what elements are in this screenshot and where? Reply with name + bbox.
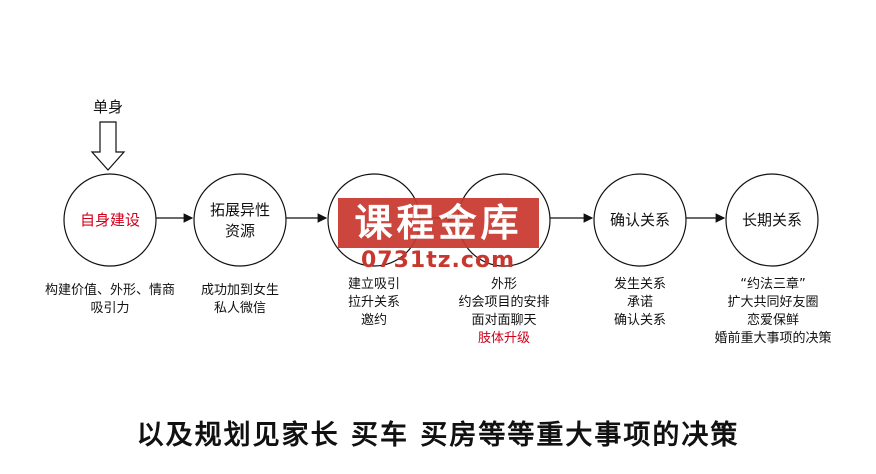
node-desc-self-building: 构建价值、外形、情商 吸引力 xyxy=(20,282,200,318)
desc-line-highlight: 肢体升级 xyxy=(477,331,530,346)
desc-line: 恋爱保鲜 xyxy=(746,313,799,328)
node-desc-expand-resources: 成功加到女生 私人微信 xyxy=(180,282,300,318)
desc-line: 婚前重大事项的决策 xyxy=(714,331,832,346)
node-label-long-term: 长期关系 xyxy=(741,211,802,229)
desc-line: 拉升关系 xyxy=(347,295,400,310)
desc-line: 外形 xyxy=(490,277,517,292)
node-desc-attraction: 建立吸引 拉升关系 邀约 xyxy=(324,276,424,330)
desc-line: 发生关系 xyxy=(613,277,666,292)
watermark-badge: 课程金库 xyxy=(338,198,539,248)
desc-line: 吸引力 xyxy=(90,301,130,316)
desc-line: 扩大共同好友圈 xyxy=(727,295,819,310)
node-label-confirm-relationship: 确认关系 xyxy=(609,211,670,229)
desc-line: “约法三章” xyxy=(740,277,806,292)
node-label-self-building: 自身建设 xyxy=(79,211,140,229)
desc-line: 构建价值、外形、情商 xyxy=(44,283,175,298)
node-circle-long-term xyxy=(725,173,819,267)
node-desc-long-term: “约法三章” 扩大共同好友圈 恋爱保鲜 婚前重大事项的决策 xyxy=(696,276,850,348)
node-label-expand-resources: 拓展异性 资源 xyxy=(194,200,286,242)
node-label-line: 资源 xyxy=(224,222,255,240)
watermark-url: 0731tz.com xyxy=(361,248,515,273)
node-circle-self-building xyxy=(63,173,157,267)
desc-line: 承诺 xyxy=(626,295,653,310)
watermark-title: 课程金库 xyxy=(354,201,523,245)
start-down-arrow xyxy=(90,121,126,171)
start-label: 单身 xyxy=(92,98,123,116)
node-desc-confirm-relationship: 发生关系 承诺 确认关系 xyxy=(590,276,690,330)
desc-line: 约会项目的安排 xyxy=(458,295,550,310)
desc-line: 面对面聊天 xyxy=(471,313,537,328)
desc-line: 邀约 xyxy=(360,313,387,328)
node-circle-expand-resources xyxy=(193,173,287,267)
desc-line: 成功加到女生 xyxy=(200,283,279,298)
footer-caption: 以及规划见家长 买车 买房等等重大事项的决策 xyxy=(136,420,740,451)
node-desc-dating: 外形 约会项目的安排 面对面聊天 肢体升级 xyxy=(444,276,564,348)
node-label-line: 拓展异性 xyxy=(209,201,270,219)
desc-line: 确认关系 xyxy=(613,313,666,328)
node-circle-confirm-relationship xyxy=(593,173,687,267)
desc-line: 私人微信 xyxy=(213,301,266,316)
desc-line: 建立吸引 xyxy=(347,277,400,292)
